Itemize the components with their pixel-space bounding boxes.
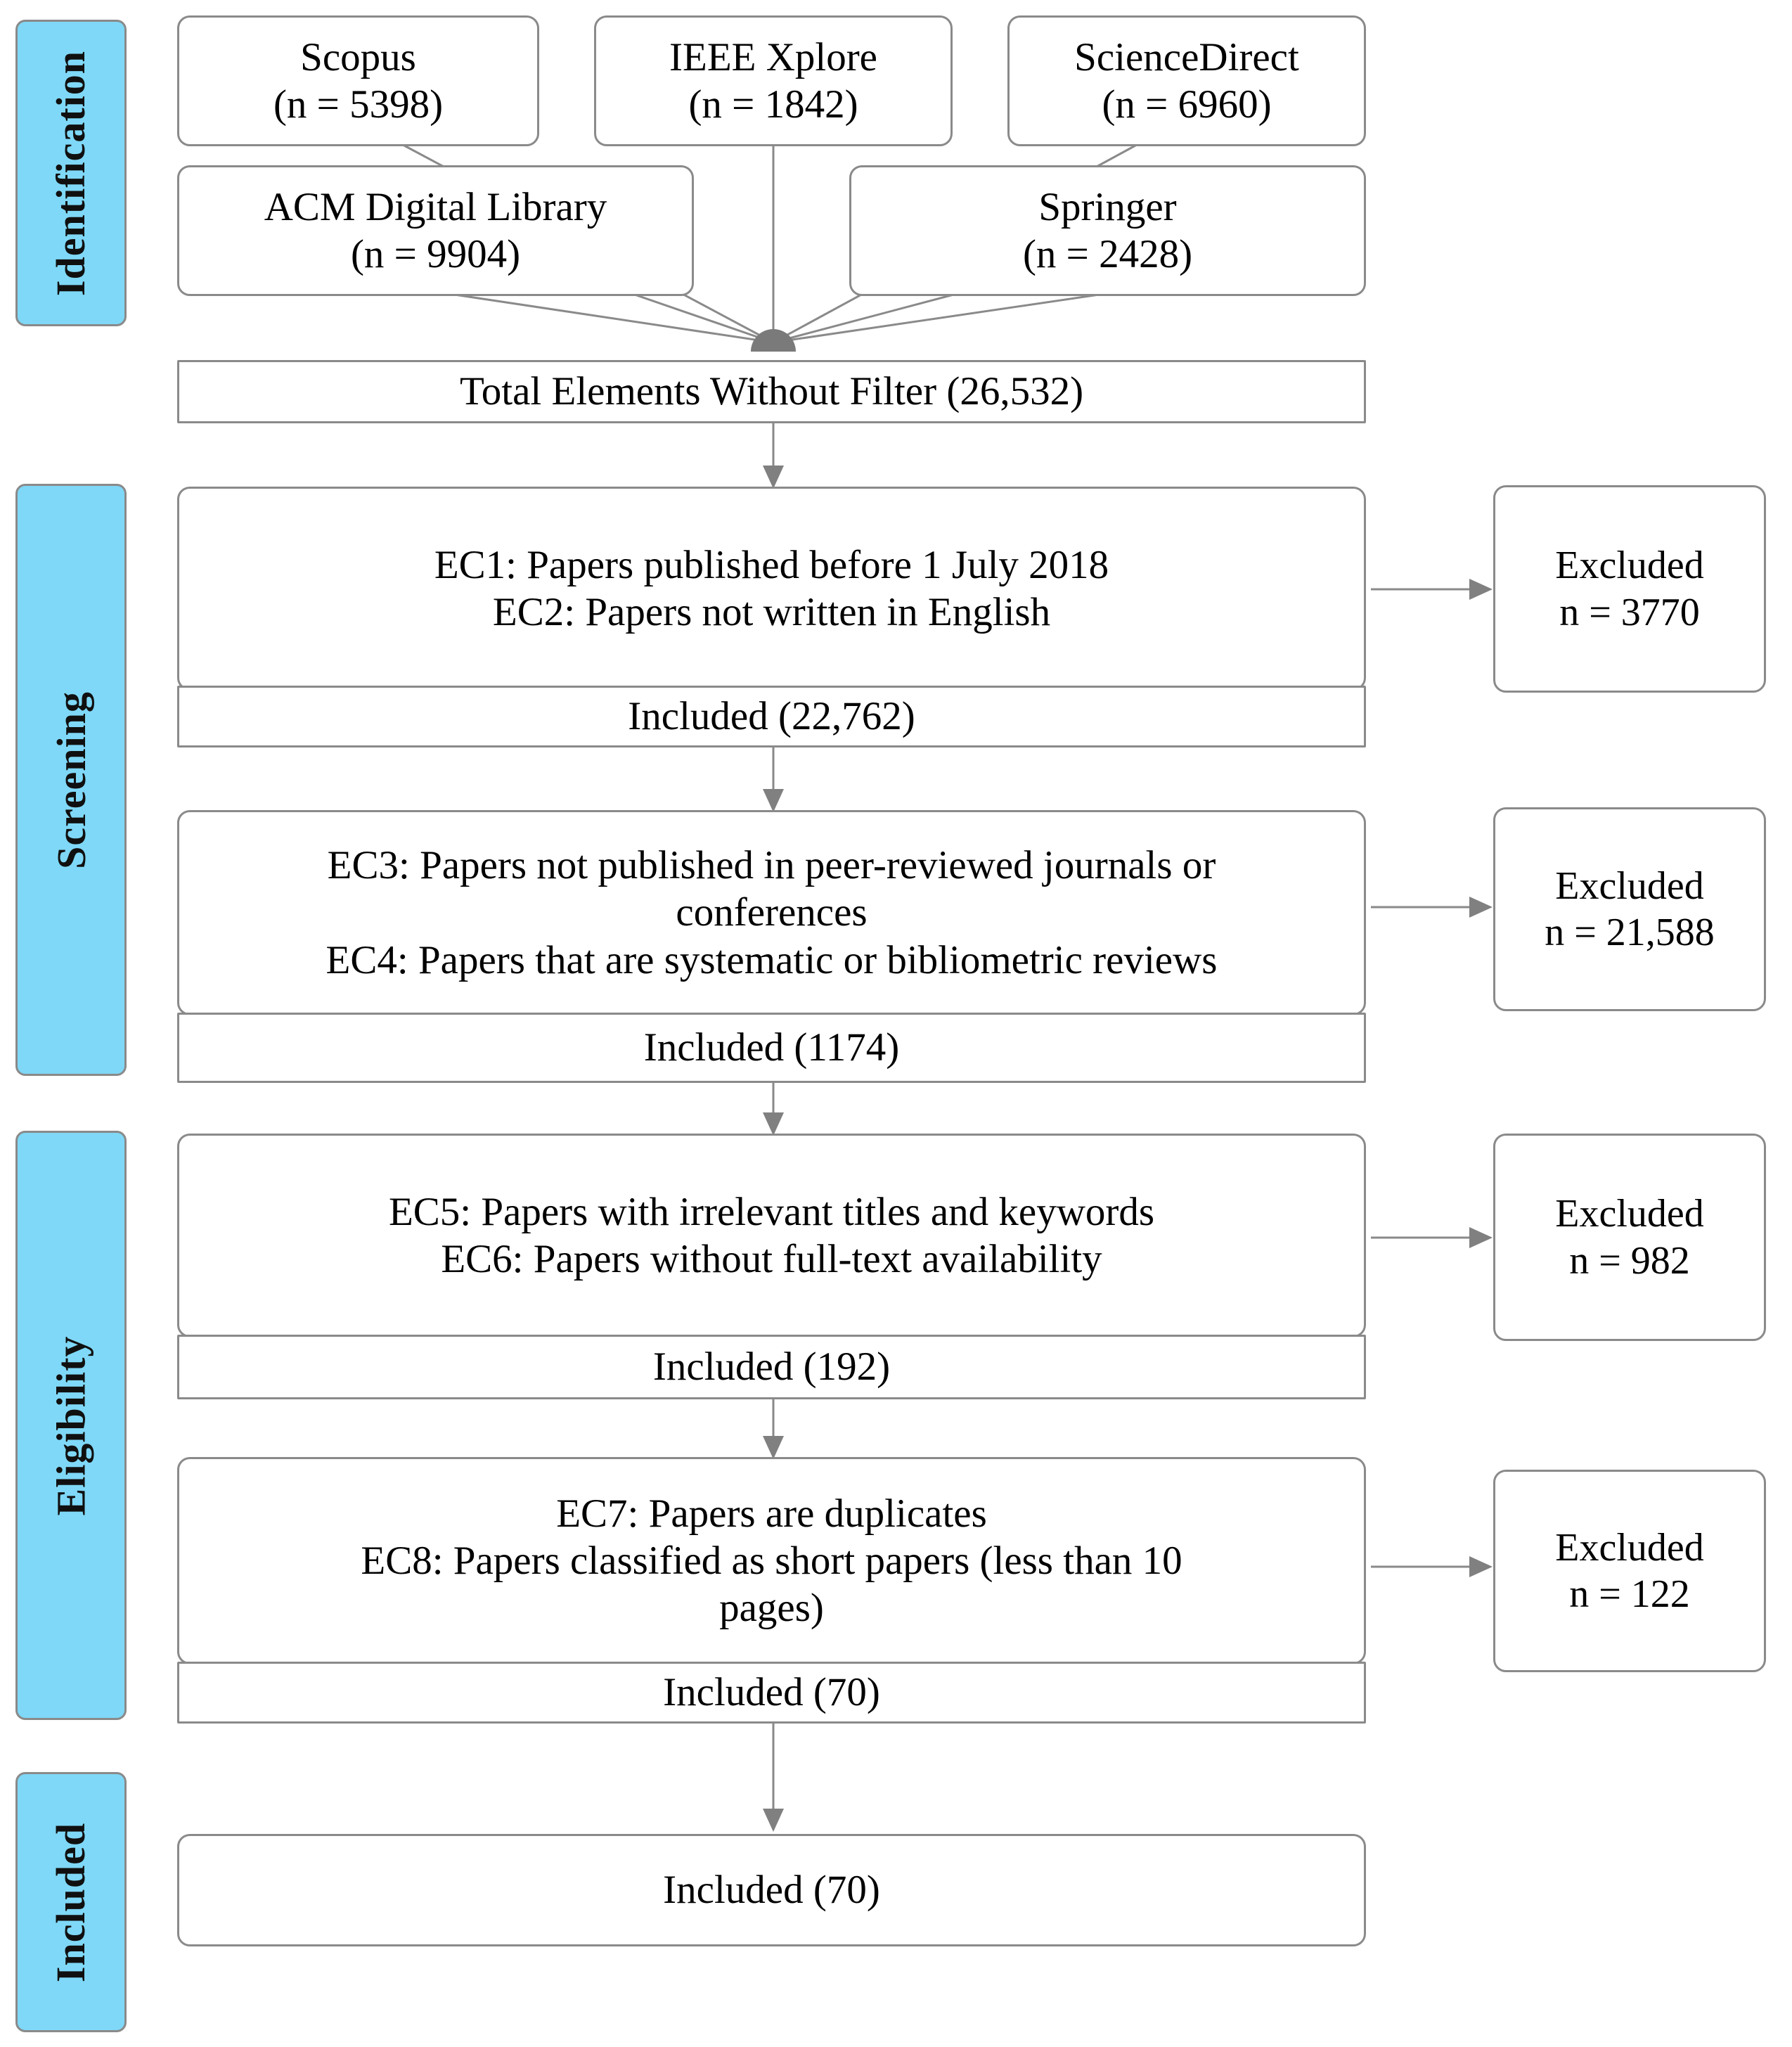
source-box-sciencedirect[interactable]: ScienceDirect (n = 6960) — [1007, 15, 1366, 146]
included-label-step4: Included (70) — [663, 1670, 880, 1715]
included-label-step2: Included (1174) — [643, 1025, 900, 1070]
criteria-line-ec5: EC5: Papers with irrelevant titles and k… — [388, 1189, 1155, 1234]
included-label-step1: Included (22,762) — [628, 694, 915, 739]
source-box-acm-digital-library[interactable]: ACM Digital Library (n = 9904) — [177, 165, 694, 296]
stage-band-eligibility: Eligibility — [15, 1131, 127, 1720]
source-count-sciencedirect: (n = 6960) — [1102, 82, 1272, 127]
criteria-box-ec7-ec8[interactable]: EC7: Papers are duplicates EC8: Papers c… — [177, 1457, 1366, 1664]
criteria-line-ec1: EC1: Papers published before 1 July 2018 — [434, 542, 1109, 587]
excluded-label-step1: Excluded — [1555, 544, 1704, 588]
criteria-line-ec3: EC3: Papers not published in peer-review… — [327, 843, 1216, 888]
criteria-line-ec4: EC4: Papers that are systematic or bibli… — [325, 937, 1218, 982]
source-count-scopus: (n = 5398) — [273, 82, 444, 127]
criteria-line-ec7: EC7: Papers are duplicates — [556, 1491, 987, 1536]
final-included-box[interactable]: Included (70) — [177, 1834, 1366, 1946]
source-box-springer[interactable]: Springer (n = 2428) — [849, 165, 1366, 296]
source-box-scopus[interactable]: Scopus (n = 5398) — [177, 15, 539, 146]
excluded-count-step4: n = 122 — [1569, 1572, 1690, 1616]
source-name-acm-digital-library: ACM Digital Library — [264, 184, 607, 229]
source-name-ieee-xplore: IEEE Xplore — [669, 34, 877, 79]
included-box-step1[interactable]: Included (22,762) — [177, 686, 1366, 747]
stage-band-screening: Screening — [15, 484, 127, 1076]
stage-label-screening: Screening — [48, 691, 94, 869]
source-name-scopus: Scopus — [300, 34, 416, 79]
excluded-box-step4[interactable]: Excluded n = 122 — [1493, 1470, 1766, 1672]
excluded-count-step2: n = 21,588 — [1545, 911, 1715, 954]
source-count-acm-digital-library: (n = 9904) — [350, 232, 521, 276]
stage-label-included: Included — [48, 1822, 94, 1982]
source-box-ieee-xplore[interactable]: IEEE Xplore (n = 1842) — [594, 15, 953, 146]
excluded-box-step1[interactable]: Excluded n = 3770 — [1493, 485, 1766, 693]
excluded-count-step1: n = 3770 — [1559, 590, 1700, 634]
excluded-label-step3: Excluded — [1555, 1192, 1704, 1236]
criteria-line-ec2: EC2: Papers not written in English — [492, 590, 1051, 634]
included-box-step4[interactable]: Included (70) — [177, 1662, 1366, 1724]
included-box-step2[interactable]: Included (1174) — [177, 1013, 1366, 1083]
stage-band-included: Included — [15, 1772, 127, 2032]
source-name-springer: Springer — [1038, 184, 1177, 229]
total-elements-box[interactable]: Total Elements Without Filter (26,532) — [177, 360, 1366, 423]
stage-label-identification: Identification — [48, 50, 94, 296]
criteria-box-ec5-ec6[interactable]: EC5: Papers with irrelevant titles and k… — [177, 1134, 1366, 1337]
criteria-line-ec8: EC8: Papers classified as short papers (… — [361, 1538, 1182, 1583]
total-elements-label: Total Elements Without Filter (26,532) — [459, 369, 1084, 414]
criteria-line-ec3-cont: conferences — [676, 890, 868, 935]
source-count-ieee-xplore: (n = 1842) — [688, 82, 858, 127]
criteria-line-ec6: EC6: Papers without full-text availabili… — [441, 1237, 1102, 1281]
final-included-label: Included (70) — [663, 1868, 880, 1913]
criteria-line-ec8-cont: pages) — [719, 1586, 824, 1631]
excluded-box-step3[interactable]: Excluded n = 982 — [1493, 1134, 1766, 1341]
excluded-label-step2: Excluded — [1555, 864, 1704, 908]
stage-band-identification: Identification — [15, 20, 127, 326]
included-label-step3: Included (192) — [652, 1345, 891, 1390]
criteria-box-ec1-ec2[interactable]: EC1: Papers published before 1 July 2018… — [177, 487, 1366, 691]
excluded-count-step3: n = 982 — [1569, 1238, 1690, 1283]
excluded-label-step4: Excluded — [1555, 1525, 1704, 1570]
excluded-box-step2[interactable]: Excluded n = 21,588 — [1493, 807, 1766, 1011]
stage-label-eligibility: Eligibility — [48, 1335, 94, 1515]
source-count-springer: (n = 2428) — [1022, 232, 1193, 276]
source-name-sciencedirect: ScienceDirect — [1074, 34, 1299, 79]
criteria-box-ec3-ec4[interactable]: EC3: Papers not published in peer-review… — [177, 810, 1366, 1015]
included-box-step3[interactable]: Included (192) — [177, 1335, 1366, 1399]
